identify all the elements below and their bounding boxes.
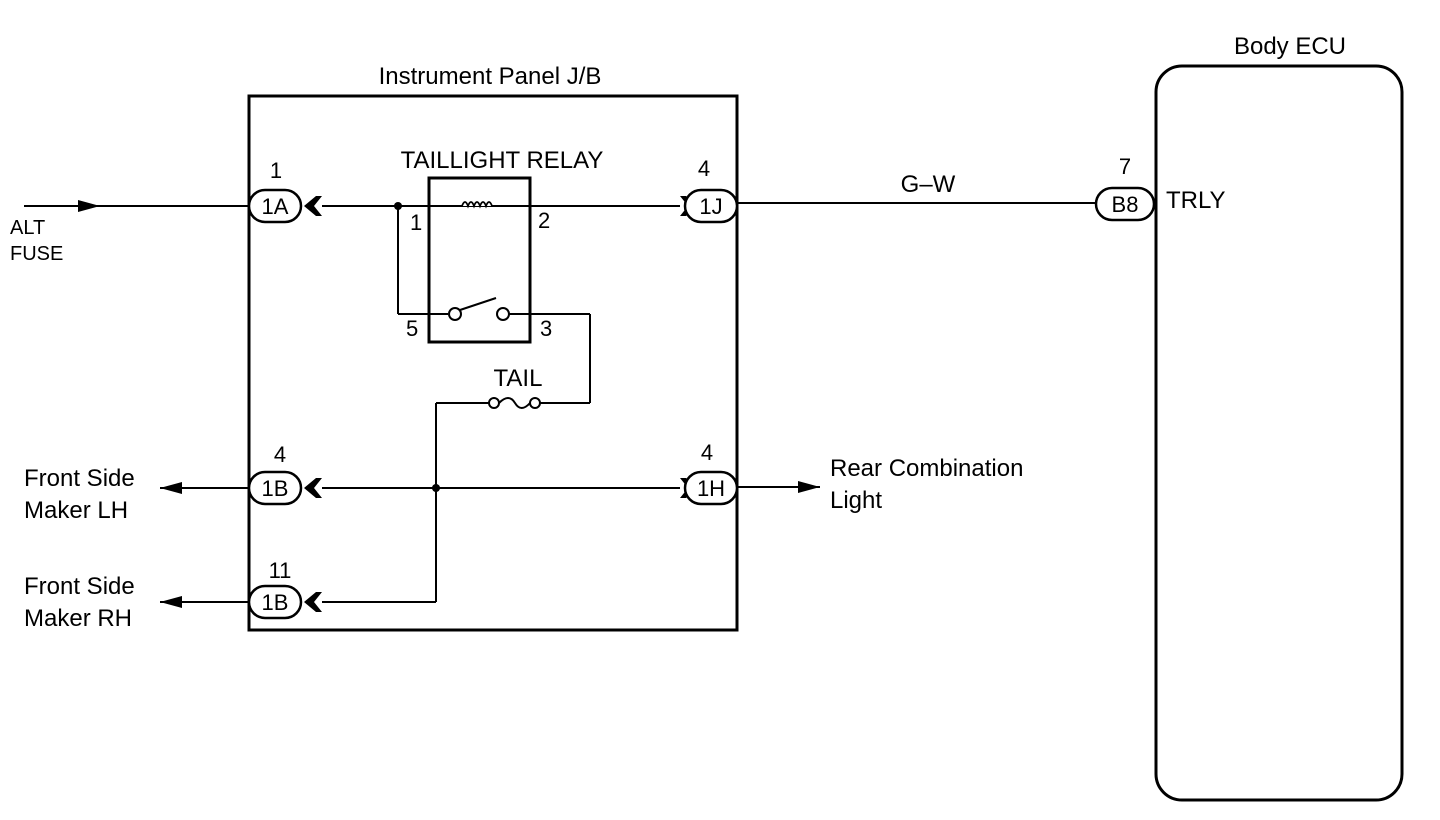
connector-1A: 1A 1 xyxy=(247,158,322,224)
arrow-right-icon xyxy=(798,481,820,493)
fuse-icon xyxy=(498,397,531,409)
body-ecu-box xyxy=(1154,64,1404,802)
svg-text:4: 4 xyxy=(701,440,713,465)
fuse-label: FUSE xyxy=(10,243,63,265)
svg-text:Light: Light xyxy=(830,487,882,514)
svg-text:1: 1 xyxy=(410,210,422,235)
svg-text:Maker RH: Maker RH xyxy=(24,605,132,632)
connector-1H: 1H 4 xyxy=(680,440,739,506)
relay-switch-icon xyxy=(496,307,510,321)
arrow-left-icon xyxy=(160,482,182,494)
taillight-relay: TAILLIGHT RELAY 1 2 5 3 xyxy=(397,147,604,344)
svg-text:1J: 1J xyxy=(699,194,722,219)
relay-label: TAILLIGHT RELAY xyxy=(401,147,604,174)
svg-text:1: 1 xyxy=(270,158,282,183)
connector-1B-lh: 1B 4 xyxy=(247,442,322,506)
svg-text:Maker LH: Maker LH xyxy=(24,497,128,524)
connector-B8: B8 7 xyxy=(1094,154,1156,222)
svg-text:4: 4 xyxy=(698,156,710,181)
connector-1B-rh: 1B 11 xyxy=(247,558,322,620)
ecu-title: Body ECU xyxy=(1234,33,1346,60)
fuse-label: TAIL xyxy=(494,365,543,392)
arrow-right-icon xyxy=(78,200,100,212)
ecu-terminal-label: TRLY xyxy=(1166,187,1226,214)
alt-label: ALT xyxy=(10,217,45,239)
connector-arrow-icon xyxy=(304,196,322,216)
rear-combination-label: Rear Combination xyxy=(830,455,1023,482)
svg-text:5: 5 xyxy=(406,316,418,341)
front-rh-label: Front Side xyxy=(24,573,135,600)
wire-color-label: G–W xyxy=(901,171,956,198)
arrow-left-icon xyxy=(160,596,182,608)
relay-coil-icon xyxy=(461,201,493,209)
junction-block-box xyxy=(247,94,739,632)
alt-fuse-input: ALT FUSE xyxy=(10,200,249,265)
jb-title: Instrument Panel J/B xyxy=(379,63,602,90)
svg-text:7: 7 xyxy=(1119,154,1131,179)
front-lh-label: Front Side xyxy=(24,465,135,492)
svg-text:4: 4 xyxy=(274,442,286,467)
connector-1J: 1J 4 xyxy=(680,156,739,224)
svg-text:11: 11 xyxy=(269,558,292,583)
svg-text:1B: 1B xyxy=(262,476,289,501)
svg-text:1H: 1H xyxy=(697,476,725,501)
svg-text:B8: B8 xyxy=(1112,192,1139,217)
svg-text:2: 2 xyxy=(538,208,550,233)
tail-fuse: TAIL xyxy=(488,365,543,409)
svg-text:3: 3 xyxy=(540,316,552,341)
svg-text:1A: 1A xyxy=(262,194,289,219)
svg-text:1B: 1B xyxy=(262,590,289,615)
